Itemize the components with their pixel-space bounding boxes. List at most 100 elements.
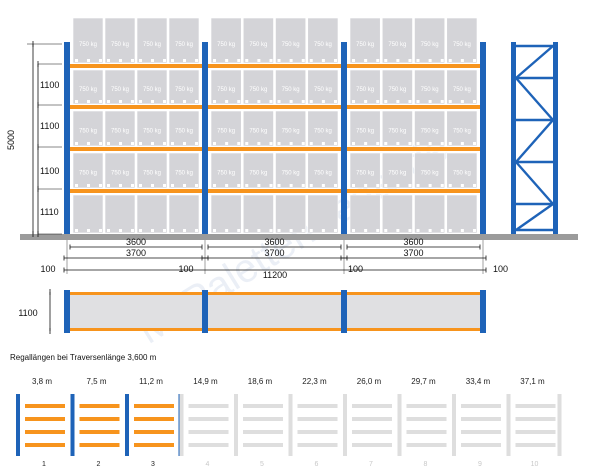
pallet-block [257,100,261,103]
bay-option-3[interactable]: 11,2 m3 [125,377,183,468]
load-weight-label: 750 kg [282,129,300,135]
pallet-block [289,184,293,187]
bay-option-10[interactable]: 37,1 m10 [506,377,562,468]
pallet-block [416,100,420,103]
pallet-block [213,59,216,62]
pallet-block [245,59,249,62]
pallet-block [213,184,216,187]
pallet-load [446,17,478,64]
load-weight-label: 750 kg [175,87,193,93]
bay-upright [179,394,184,456]
bay-length-label: 18,6 m [248,377,273,386]
bay-upright [397,394,402,456]
load-weight-label: 750 kg [143,87,161,93]
pallet-block [428,142,432,145]
load-weight-label: 750 kg [388,42,406,48]
pallet-block [460,229,464,232]
beam-gap [70,193,202,194]
clear-width-label: 3600 [264,237,284,247]
load-weight-label: 750 kg [143,171,161,177]
load-weight-label: 750 kg [282,171,300,177]
bay-beam [461,430,501,434]
pallet-block [131,142,134,145]
floor [20,234,578,240]
pallet-block [277,142,281,145]
pallet-block [396,100,400,103]
pallet-block [245,142,249,145]
pallet-load [242,152,274,189]
pallet-block [277,100,281,103]
bay-option-5[interactable]: 18,6 m5 [234,377,283,468]
pallet-block [269,229,273,232]
pallet-block [428,100,432,103]
bay-beam [406,430,447,434]
load-weight-label: 750 kg [282,42,300,48]
bay-beam [515,417,556,421]
pallet-load [136,152,168,189]
bay-option-9[interactable]: 33,4 m9 [452,377,501,468]
pallet-block [473,184,476,187]
plan-beam [347,292,480,295]
plan-upright [202,290,208,333]
pallet-block [171,184,174,187]
pallet-load [307,194,339,234]
bay-beam [297,443,338,447]
bay-beam [79,404,120,408]
pallet-block [384,59,388,62]
pallet-block [309,59,313,62]
bay-number: 4 [206,461,210,468]
pallet-load [349,69,381,105]
bay-length-label: 14,9 m [193,377,218,386]
pallet-block [408,184,412,187]
pallet-load [210,69,242,105]
bay-option-4[interactable]: 14,9 m 4 [179,377,229,468]
pallet-block [364,229,368,232]
pallet-block [448,229,452,232]
load-weight-label: 750 kg [421,129,439,135]
pallet-load [414,69,446,105]
pallet-load [381,152,413,189]
pallet-block [195,100,198,103]
bay-option-6[interactable]: 22,3 m6 [288,377,338,468]
pallet-load [72,69,104,105]
pallet-load [275,69,307,105]
pallet-block [334,59,337,62]
load-weight-label: 750 kg [175,171,193,177]
pallet-block [183,59,186,62]
pallet-block [195,184,198,187]
pallet-block [257,184,261,187]
end-offset-label: 100 [493,264,508,274]
bay-beam [25,430,65,434]
load-weight-label: 750 kg [356,171,374,177]
pallet-block [428,59,432,62]
pallet-block [257,142,261,145]
pallet-block [225,142,229,145]
plan-beam [208,292,341,295]
pallet-block [289,229,293,232]
pallet-load [242,69,274,105]
pallet-load [136,110,168,147]
pallet-block [183,184,186,187]
pallet-block [364,184,368,187]
bay-option-2[interactable]: 7,5 m2 [70,377,120,468]
bay-beam [243,404,283,408]
pallet-block [225,100,229,103]
load-weight-label: 750 kg [111,87,129,93]
bay-upright [506,394,511,456]
pallet-block [75,59,78,62]
pallet-load [168,69,200,105]
pallet-load [104,110,136,147]
bay-number: 3 [151,461,155,468]
pallet-block [352,100,355,103]
bay-option-1[interactable]: 3,8 m1 [16,377,65,468]
bay-option-8[interactable]: 29,7 m8 [397,377,447,468]
pallet-block [321,100,325,103]
pallet-block [139,142,142,145]
pallet-block [376,142,380,145]
pallet-load [381,69,413,105]
pallet-load [349,152,381,189]
pallet-block [408,142,412,145]
pallet-block [384,100,388,103]
bay-option-7[interactable]: 26,0 m7 [343,377,392,468]
